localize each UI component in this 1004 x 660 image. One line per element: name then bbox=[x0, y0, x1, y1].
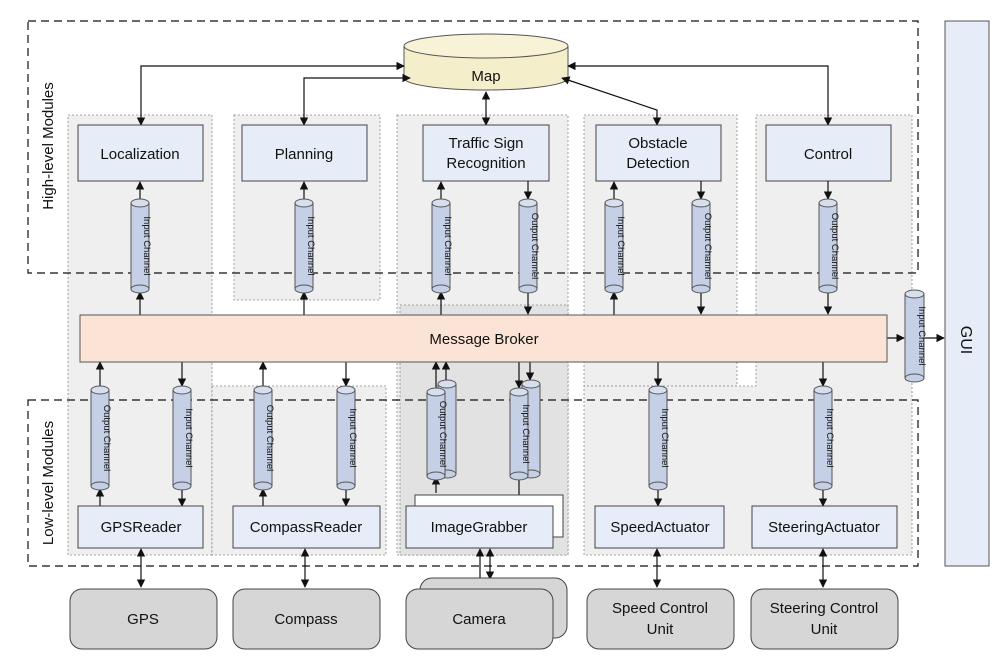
channel-label: Output Channel bbox=[437, 401, 448, 468]
low-level-label: Low-level Modules bbox=[40, 421, 57, 545]
localization-module bbox=[77, 124, 204, 182]
gps-reader-label: GPSReader bbox=[101, 519, 182, 536]
low-level-modules bbox=[77, 494, 898, 549]
steering-actuator-module bbox=[751, 505, 898, 549]
speed-control-unit bbox=[586, 588, 735, 650]
speed-input-channel: Input Channel bbox=[648, 385, 670, 491]
image-grabber-label: ImageGrabber bbox=[431, 519, 528, 536]
map-database: Map bbox=[403, 33, 569, 91]
traffic-sign-label-1: Traffic Sign bbox=[448, 135, 523, 152]
gps-output-channel: Output Channel bbox=[90, 385, 112, 491]
steering-unit-label-2: Unit bbox=[811, 621, 839, 638]
planning-module bbox=[241, 124, 368, 182]
compass-reader-label: CompassReader bbox=[250, 519, 363, 536]
gui-input-channel: Input Channel bbox=[904, 289, 927, 383]
speed-actuator-module bbox=[594, 505, 725, 549]
compass-reader-module bbox=[232, 505, 381, 549]
speed-actuator-label: SpeedActuator bbox=[610, 519, 709, 536]
camera-unit bbox=[405, 588, 554, 650]
gps-reader-module bbox=[77, 505, 204, 549]
channel-label: Output Channel bbox=[702, 213, 713, 280]
localization-input-channel: Input Channel bbox=[130, 198, 152, 294]
speed-unit-label-1: Speed Control bbox=[612, 600, 708, 617]
compass-input-channel: Input Channel bbox=[336, 385, 358, 491]
traffic-sign-module bbox=[422, 124, 550, 182]
channel-label: Input Channel bbox=[183, 408, 194, 467]
steering-input-channel: Input Channel bbox=[813, 385, 835, 491]
image-grabber-module bbox=[405, 505, 554, 549]
high-level-modules bbox=[77, 124, 892, 182]
compass-unit bbox=[232, 588, 381, 650]
map-label: Map bbox=[471, 68, 500, 85]
high-level-label: High-level Modules bbox=[40, 82, 57, 210]
steering-control-unit bbox=[750, 588, 899, 650]
hardware-units bbox=[69, 577, 899, 650]
high-level-region bbox=[27, 20, 919, 274]
obstacle-input-channel: Input Channel bbox=[604, 198, 626, 294]
channel-label: Input Channel bbox=[659, 408, 670, 467]
channel-label: Input Channel bbox=[141, 216, 152, 275]
channels: Input Channel Input Channel Input Channe… bbox=[90, 198, 927, 491]
obstacle-label-2: Detection bbox=[626, 155, 689, 172]
channel-label: Input Channel bbox=[916, 306, 927, 365]
obstacle-label-1: Obstacle bbox=[628, 135, 687, 152]
channel-label: Input Channel bbox=[520, 404, 531, 463]
channel-label: Output Channel bbox=[529, 213, 540, 280]
channel-label: Input Channel bbox=[442, 216, 453, 275]
planning-input-channel: Input Channel bbox=[294, 198, 316, 294]
gps-unit bbox=[69, 588, 218, 650]
traffic-sign-output-channel: Output Channel bbox=[518, 198, 540, 294]
gui-label: GUI bbox=[957, 326, 974, 354]
image-grabber-output-channel: Output Channel bbox=[426, 387, 448, 481]
compass-output-channel: Output Channel bbox=[253, 385, 275, 491]
channel-label: Input Channel bbox=[305, 216, 316, 275]
channel-label: Output Channel bbox=[829, 213, 840, 280]
steering-actuator-label: SteeringActuator bbox=[768, 519, 880, 536]
low-level-region bbox=[27, 399, 919, 567]
image-grabber-input-channel: Input Channel bbox=[509, 387, 531, 481]
message-broker bbox=[79, 314, 888, 363]
obstacle-output-channel: Output Channel bbox=[691, 198, 713, 294]
control-module bbox=[765, 124, 892, 182]
channel-label: Input Channel bbox=[347, 408, 358, 467]
channel-label: Input Channel bbox=[824, 408, 835, 467]
speed-unit-label-2: Unit bbox=[647, 621, 675, 638]
obstacle-module bbox=[595, 124, 722, 182]
gps-input-channel: Input Channel bbox=[172, 385, 194, 491]
control-label: Control bbox=[804, 146, 852, 163]
map-connectors bbox=[136, 61, 833, 126]
channel-label: Output Channel bbox=[101, 405, 112, 472]
gps-unit-label: GPS bbox=[127, 611, 159, 628]
steering-unit-label-1: Steering Control bbox=[770, 600, 878, 617]
localization-label: Localization bbox=[100, 146, 179, 163]
traffic-sign-input-channel: Input Channel bbox=[431, 198, 453, 294]
gui-panel bbox=[944, 20, 990, 567]
planning-label: Planning bbox=[275, 146, 333, 163]
camera-unit-label: Camera bbox=[452, 611, 506, 628]
channel-label: Output Channel bbox=[264, 405, 275, 472]
message-broker-label: Message Broker bbox=[429, 331, 538, 348]
traffic-sign-label-2: Recognition bbox=[446, 155, 525, 172]
channel-label: Input Channel bbox=[615, 216, 626, 275]
control-output-channel: Output Channel bbox=[818, 198, 840, 294]
compass-unit-label: Compass bbox=[274, 611, 337, 628]
